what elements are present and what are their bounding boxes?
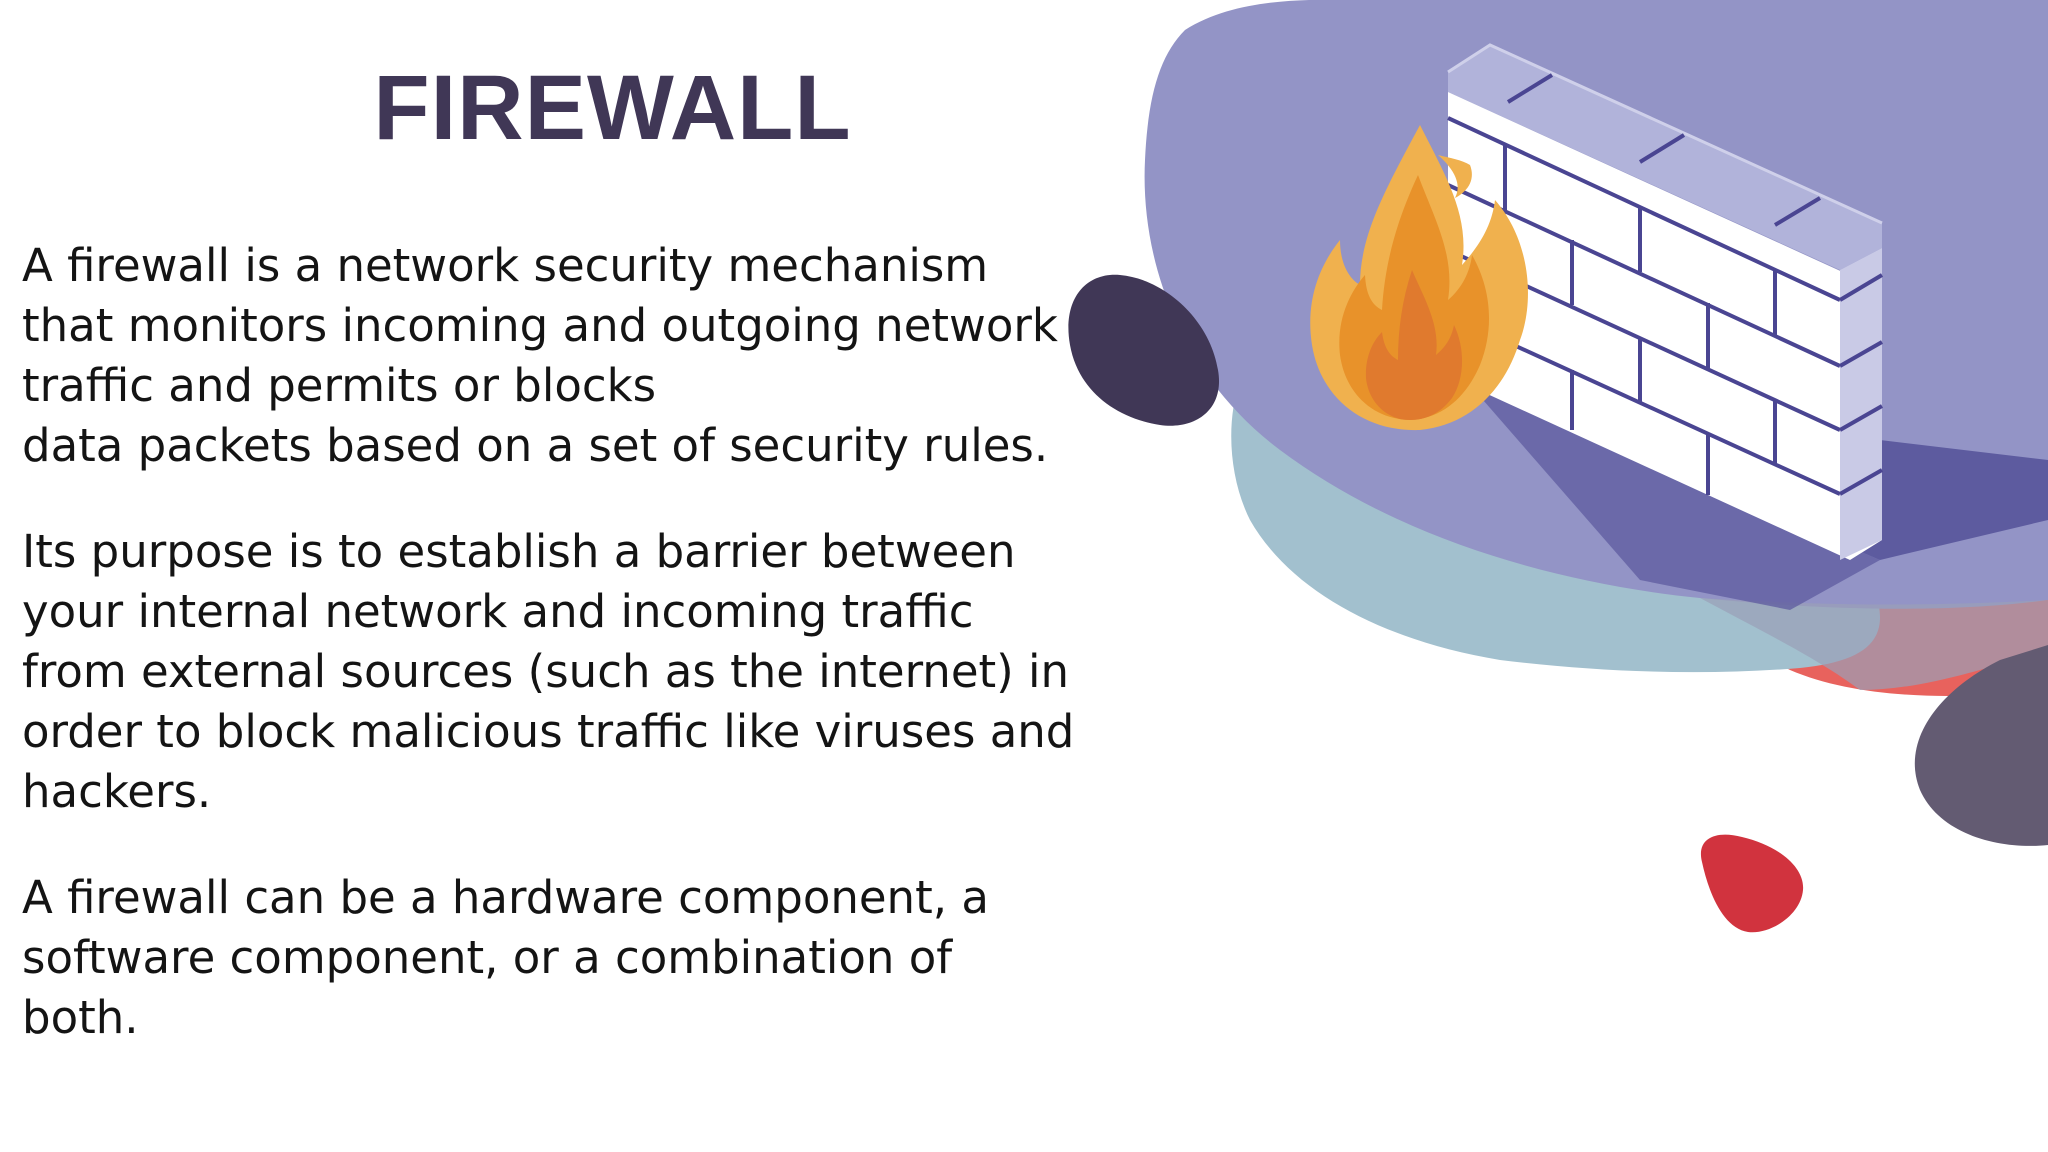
wall-shadow-cast [1470, 385, 1880, 610]
red-blob [1700, 834, 1804, 933]
dark-blob-right [1914, 645, 2048, 846]
flame-icon [1310, 125, 1528, 431]
paragraph-purpose: Its purpose is to establish a barrier be… [22, 525, 1075, 818]
paragraph-definition: A firewall is a network security mechani… [22, 239, 1058, 472]
dark-blob [1068, 274, 1220, 426]
slide-title: FIREWALL [373, 57, 852, 159]
brick-wall-icon [1447, 43, 1884, 560]
slide-body: A firewall is a network security mechani… [22, 236, 1092, 1094]
overlap-shade [1700, 598, 2048, 690]
paragraph-types: A firewall can be a hardware component, … [22, 871, 989, 1044]
